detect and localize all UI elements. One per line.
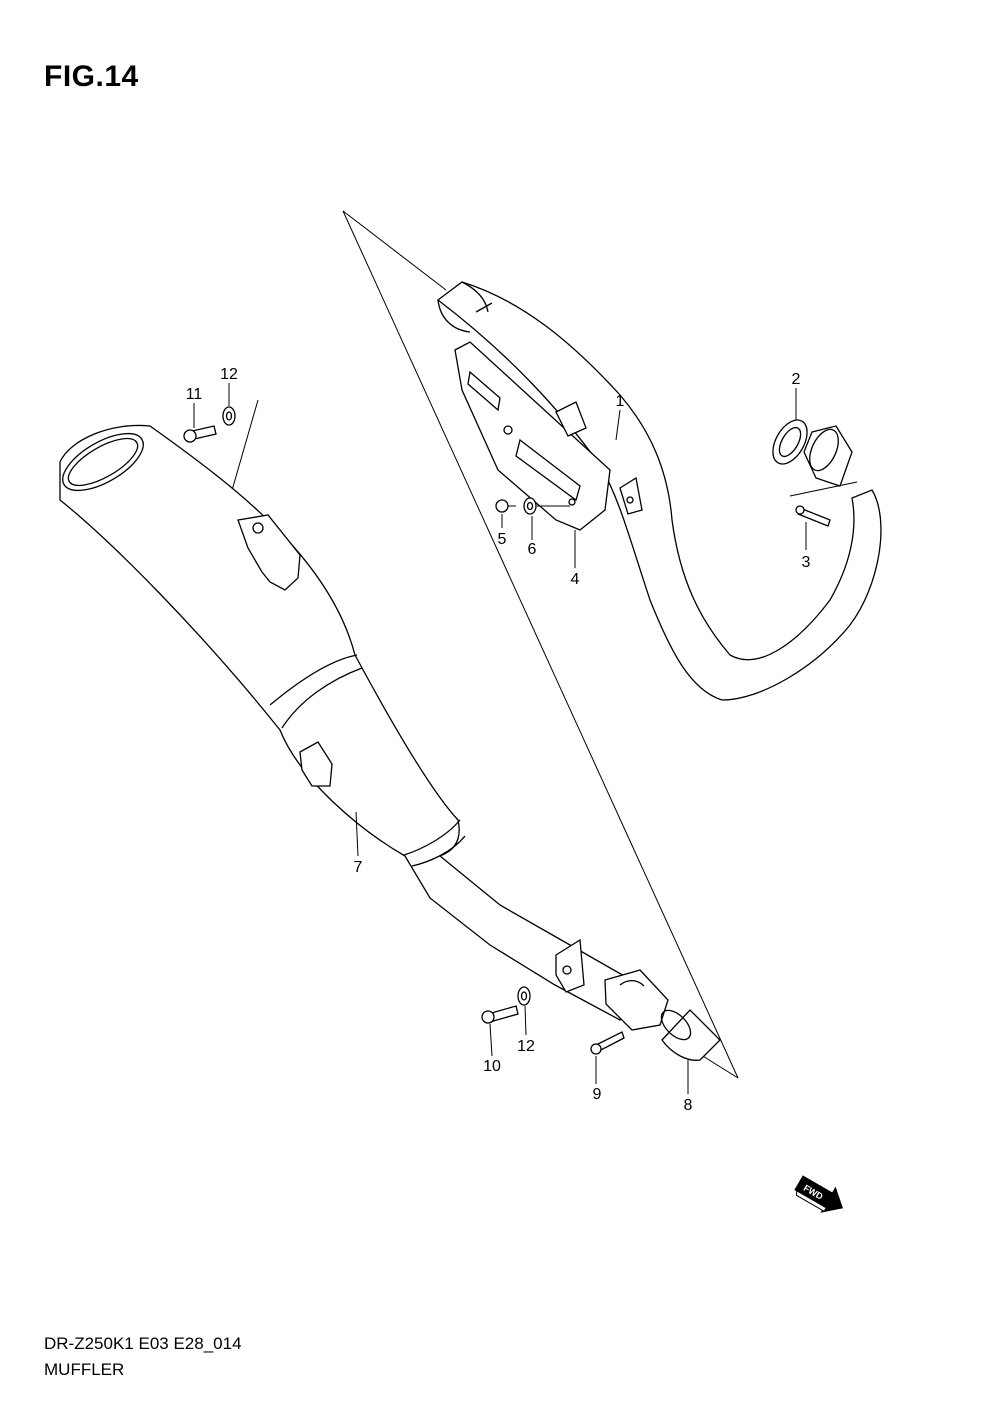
gasket bbox=[772, 419, 808, 465]
muffler bbox=[59, 424, 669, 1031]
leader-lines bbox=[193, 383, 807, 1094]
callout-11: 11 bbox=[186, 386, 203, 403]
bolt-11 bbox=[183, 425, 217, 443]
callout-8: 8 bbox=[684, 1097, 693, 1114]
connector-sleeve-8 bbox=[660, 1009, 721, 1061]
callout-7: 7 bbox=[354, 859, 363, 876]
callout-4: 4 bbox=[571, 571, 580, 588]
exhaust-pipe-joint bbox=[803, 425, 853, 487]
callout-5: 5 bbox=[498, 531, 507, 548]
fwd-arrow-icon: FWD bbox=[794, 1175, 843, 1213]
exhaust-pipe bbox=[436, 281, 882, 701]
diagram-caption: MUFFLER bbox=[44, 1360, 125, 1379]
bolt-9 bbox=[590, 1031, 625, 1055]
callout-6: 6 bbox=[528, 541, 537, 558]
washer-12-lower bbox=[517, 986, 531, 1006]
callout-1: 1 bbox=[616, 393, 625, 410]
figure-title: FIG.14 bbox=[44, 60, 139, 93]
callout-9: 9 bbox=[593, 1086, 602, 1103]
bolt-3 bbox=[795, 505, 831, 527]
bolt-5 bbox=[495, 499, 516, 513]
callout-3: 3 bbox=[802, 554, 811, 571]
washer-6 bbox=[523, 497, 570, 515]
bolt-10 bbox=[481, 1005, 519, 1024]
callout-12-lower: 12 bbox=[517, 1038, 535, 1055]
assembly-guide-lines bbox=[215, 210, 858, 1079]
callout-2: 2 bbox=[792, 371, 801, 388]
callout-12-upper: 12 bbox=[220, 366, 238, 383]
model-code: DR-Z250K1 E03 E28_014 bbox=[44, 1334, 242, 1353]
callout-10: 10 bbox=[483, 1058, 501, 1075]
washer-12-upper bbox=[222, 406, 236, 426]
